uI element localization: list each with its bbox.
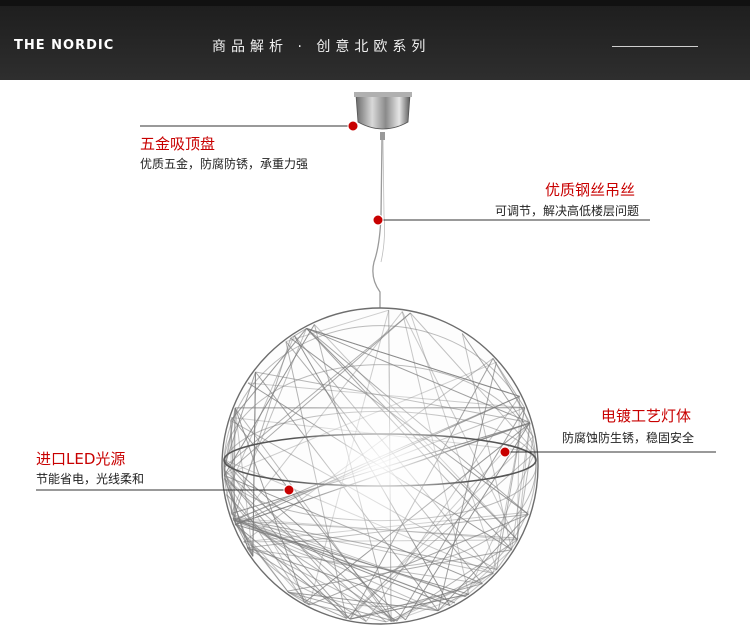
pendant-sphere <box>221 307 539 625</box>
ceiling-canopy <box>354 92 412 140</box>
annotation-desc-steel-wire: 可调节，解决高低楼层问题 <box>495 204 640 218</box>
annotation-title-led-source: 进口LED光源 <box>36 450 126 468</box>
annotation-desc-ceiling-plate: 优质五金，防腐防锈，承重力强 <box>140 157 309 171</box>
suspension-wire <box>372 139 383 312</box>
annotation-desc-led-source: 节能省电，光线柔和 <box>36 472 145 486</box>
banner-divider <box>612 46 698 47</box>
callout-lines <box>36 125 716 491</box>
header-banner: THE NORDIC 商品解析 · 创意北欧系列 <box>0 0 750 80</box>
banner-subtitle: 商品解析 · 创意北欧系列 <box>212 39 431 55</box>
annotation-desc-plated-body: 防腐蚀防生锈，稳固安全 <box>562 431 695 445</box>
annotation-title-steel-wire: 优质钢丝吊丝 <box>545 181 636 199</box>
annotation-title-plated-body: 电镀工艺灯体 <box>601 407 692 425</box>
callout-dots <box>283 120 511 496</box>
annotation-title-ceiling-plate: 五金吸顶盘 <box>140 135 216 153</box>
brand-name: THE NORDIC <box>14 38 115 53</box>
banner-top-edge <box>0 0 750 6</box>
